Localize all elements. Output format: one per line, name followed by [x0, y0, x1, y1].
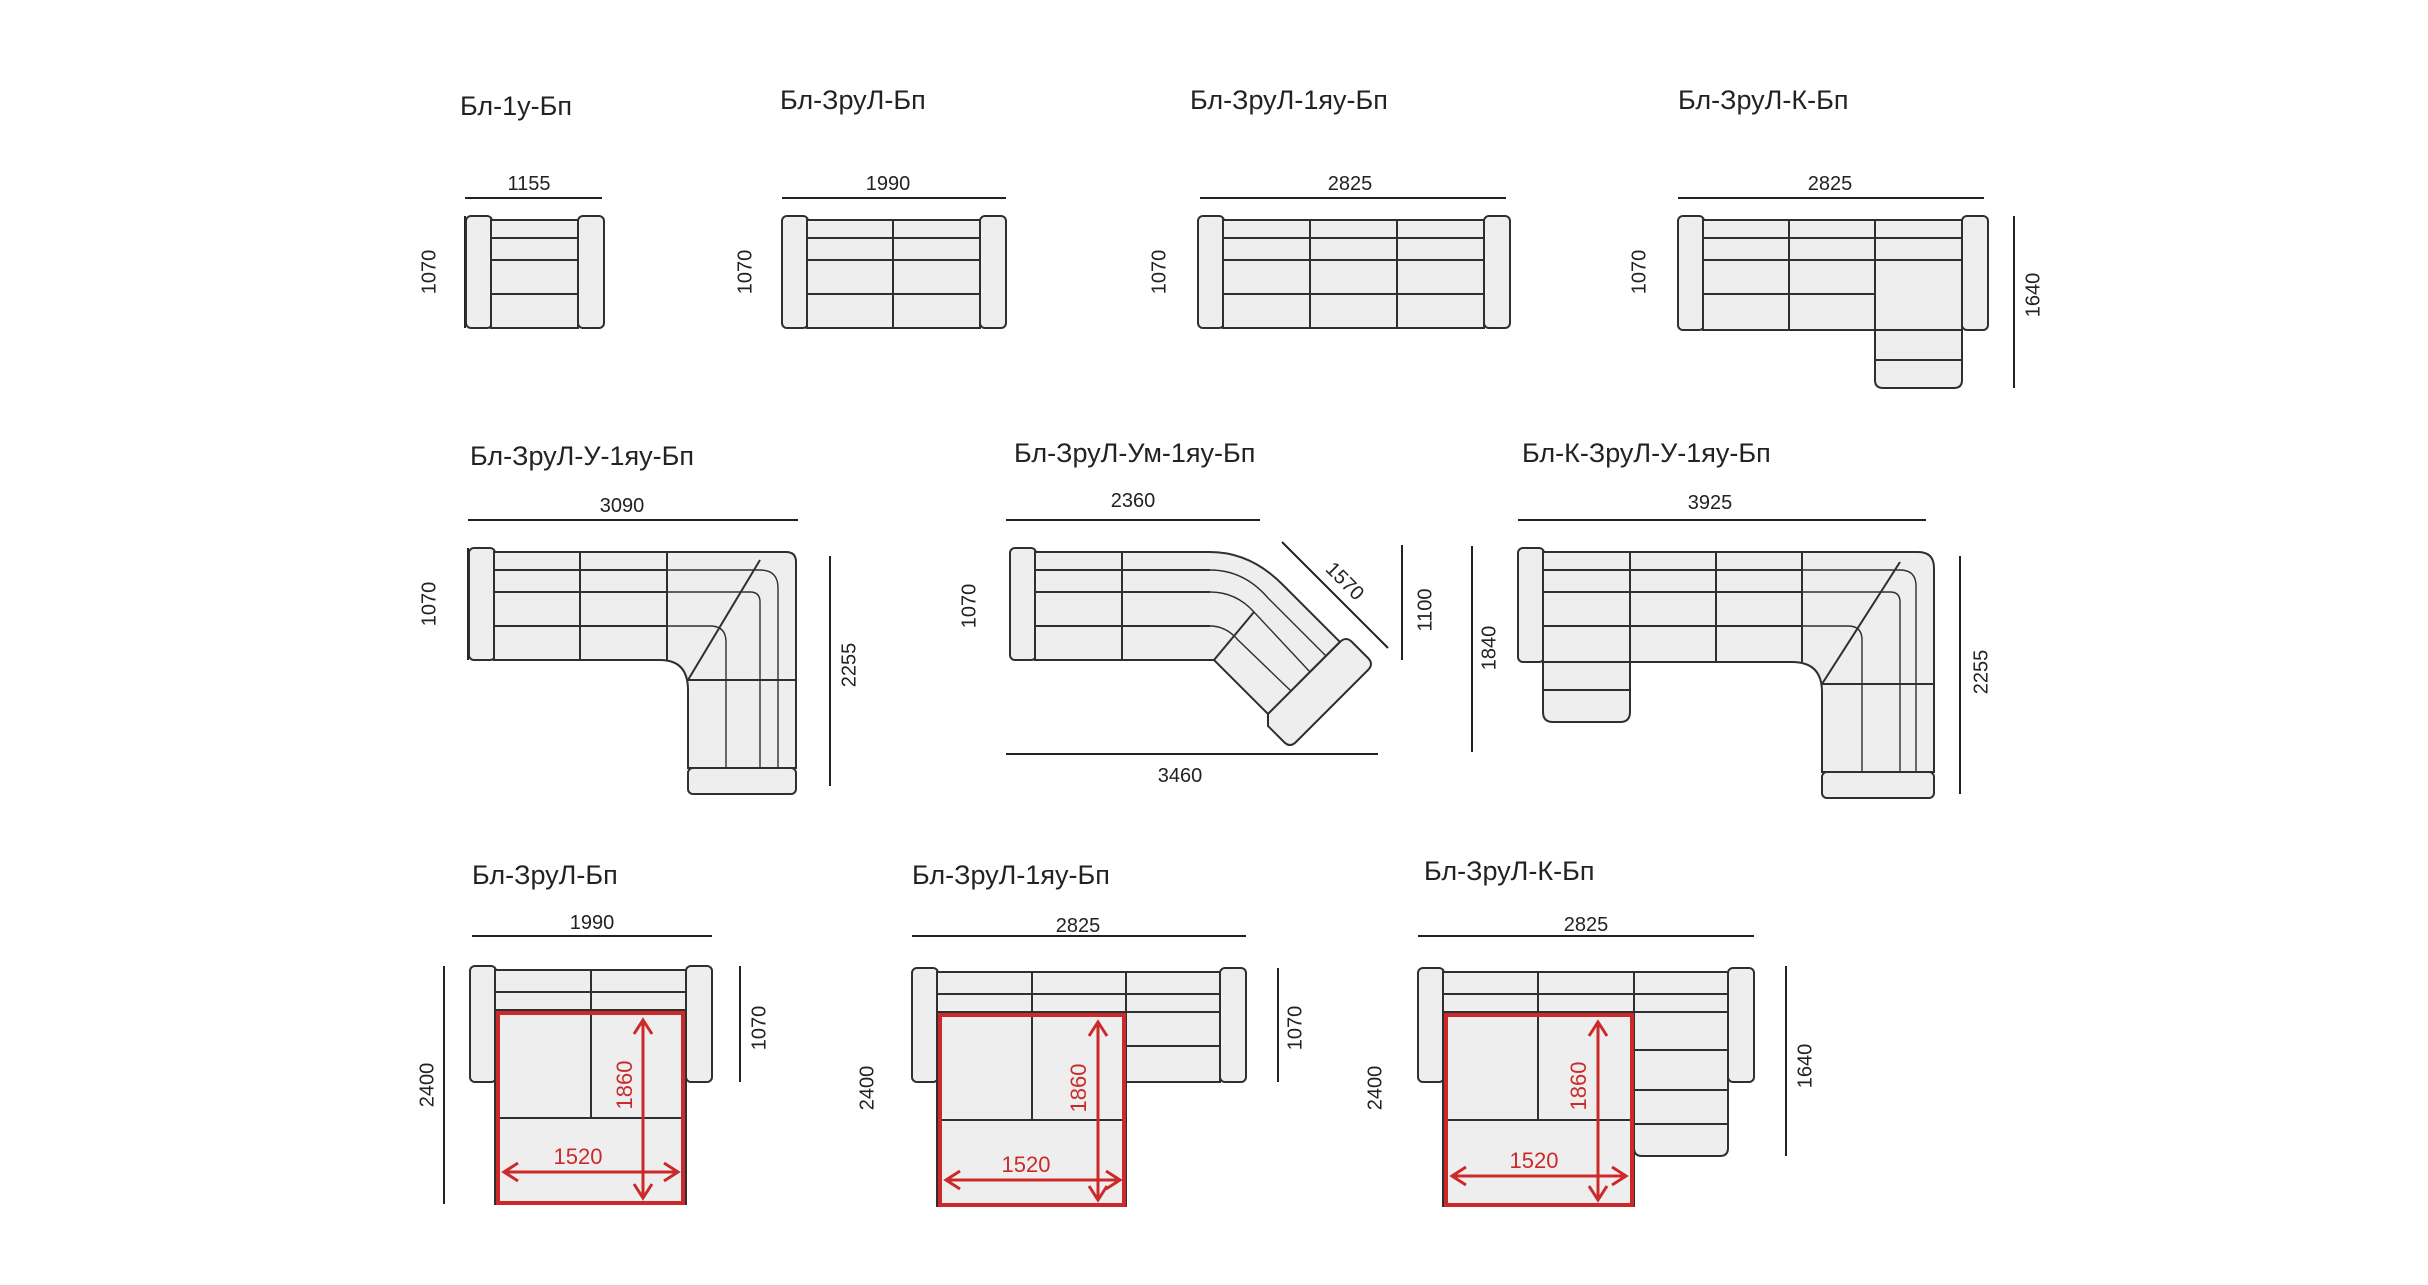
width-label: 1155 — [507, 173, 550, 195]
sleep-width-label: 1520 — [1002, 1152, 1051, 1177]
module-title: Бл-ЗруЛ-1яу-Бп — [1190, 85, 1388, 115]
side-depth-label: 2255 — [838, 643, 860, 688]
module-title: Бл-1у-Бп — [460, 91, 572, 121]
left-armrest — [469, 965, 497, 1083]
side-depth-label: 1100 — [1414, 588, 1436, 631]
left-armrest — [1517, 547, 1545, 663]
module-title: Бл-ЗруЛ-Бп — [780, 85, 926, 115]
depth-label: 1070 — [418, 250, 440, 295]
chaise-lounge — [1542, 661, 1631, 723]
depth-label: 1070 — [1628, 250, 1650, 295]
seat-block — [1222, 219, 1485, 329]
module-bl-zrul-k-bp-2: Бл-ЗруЛ-К-Бп 2825 2400 1640 1860 1520 — [1364, 856, 1816, 1207]
total-width-label: 3460 — [1158, 765, 1203, 787]
module-bl-zrul-u-1yau-bp: Бл-ЗруЛ-У-1яу-Бп 3090 1070 2255 — [418, 441, 860, 795]
module-title: Бл-ЗруЛ-К-Бп — [1424, 856, 1594, 886]
chaise-lounge — [1633, 1011, 1729, 1157]
left-armrest — [911, 967, 939, 1083]
right-armrest — [1219, 967, 1247, 1083]
open-depth-label: 2400 — [416, 1063, 438, 1108]
left-armrest — [468, 547, 496, 661]
module-bl-1u-bp: Бл-1у-Бп 1155 1070 — [418, 91, 605, 329]
module-bl-zrul-bp-1: Бл-ЗруЛ-Бп 1990 1070 — [734, 85, 1007, 329]
width-label: 1990 — [866, 173, 911, 195]
module-bl-zrul-1yau-bp-2: Бл-ЗруЛ-1яу-Бп 2825 2400 1070 1860 1520 — [856, 860, 1306, 1207]
sleeping-area-frame — [938, 1013, 1126, 1207]
sleeping-area-frame — [1444, 1013, 1634, 1207]
right-armrest — [1961, 215, 1989, 331]
module-bl-zrul-k-bp-1: Бл-ЗруЛ-К-Бп 2825 1070 1640 — [1628, 85, 2044, 389]
module-title: Бл-ЗруЛ-Ум-1яу-Бп — [1014, 438, 1255, 468]
sleep-length-label: 1860 — [1566, 1062, 1591, 1111]
open-depth-label: 2400 — [856, 1066, 878, 1111]
left-armrest — [1009, 547, 1037, 661]
depth-label: 1070 — [1148, 250, 1170, 295]
width-label: 2825 — [1564, 914, 1609, 936]
right-armrest — [1727, 967, 1755, 1083]
width-label: 3090 — [600, 495, 645, 517]
sleep-length-label: 1860 — [1066, 1064, 1091, 1113]
chaise-depth-label: 1640 — [1794, 1044, 1816, 1089]
sleep-length-label: 1860 — [612, 1061, 637, 1110]
chaise-depth-label: 1640 — [2022, 273, 2044, 318]
depth-label: 1070 — [734, 250, 756, 295]
left-armrest — [1197, 215, 1225, 329]
corner-seat-block — [1542, 551, 1935, 773]
module-title: Бл-ЗруЛ-У-1яу-Бп — [470, 441, 694, 471]
open-depth-label: 2400 — [1364, 1066, 1386, 1111]
right-armrest — [577, 215, 605, 329]
width-label: 2360 — [1111, 490, 1156, 512]
width-label: 2825 — [1056, 915, 1101, 937]
corner-seat-block — [493, 551, 797, 769]
left-armrest — [1677, 215, 1705, 331]
left-armrest — [465, 215, 493, 329]
module-bl-zrul-1yau-bp-1: Бл-ЗруЛ-1яу-Бп 2825 1070 — [1148, 85, 1511, 329]
module-bl-k-zrul-u-1yau-bp: Бл-К-ЗруЛ-У-1яу-Бп 3925 1840 2255 — [1471, 438, 1992, 799]
width-label: 3925 — [1688, 492, 1733, 514]
sleeping-area-frame — [496, 1011, 685, 1205]
depth-label: 1070 — [1284, 1006, 1306, 1051]
right-armrest — [979, 215, 1007, 329]
width-label: 1990 — [570, 912, 615, 934]
sleep-width-label: 1520 — [1510, 1148, 1559, 1173]
module-bl-zrul-bp-2: Бл-ЗруЛ-Бп 1990 2400 1070 1860 1520 — [416, 860, 770, 1205]
sleep-width-label: 1520 — [554, 1144, 603, 1169]
module-bl-zrul-um-1yau-bp: Бл-ЗруЛ-Ум-1яу-Бп 2360 1070 1570 1100 34… — [958, 438, 1436, 787]
side-depth-label: 2255 — [1970, 650, 1992, 695]
diagonal-label: 1570 — [1321, 558, 1368, 605]
right-armrest — [685, 965, 713, 1083]
depth-label: 1070 — [958, 584, 980, 629]
diagonal-dimension-line — [1281, 541, 1389, 649]
width-label: 2825 — [1328, 173, 1373, 195]
left-armrest — [781, 215, 809, 329]
bottom-armrest — [687, 767, 797, 795]
seat-block — [1702, 219, 1963, 331]
seat-block — [490, 219, 579, 329]
bottom-armrest — [1821, 771, 1935, 799]
depth-label: 1070 — [418, 582, 440, 627]
width-label: 2825 — [1808, 173, 1853, 195]
module-title: Бл-ЗруЛ-1яу-Бп — [912, 860, 1110, 890]
depth-label: 1840 — [1478, 626, 1500, 671]
left-armrest — [1417, 967, 1445, 1083]
angled-armrest — [1267, 638, 1372, 746]
module-title: Бл-К-ЗруЛ-У-1яу-Бп — [1522, 438, 1771, 468]
right-armrest — [1483, 215, 1511, 329]
module-title: Бл-ЗруЛ-К-Бп — [1678, 85, 1848, 115]
module-title: Бл-ЗруЛ-Бп — [472, 860, 618, 890]
depth-label: 1070 — [748, 1006, 770, 1051]
